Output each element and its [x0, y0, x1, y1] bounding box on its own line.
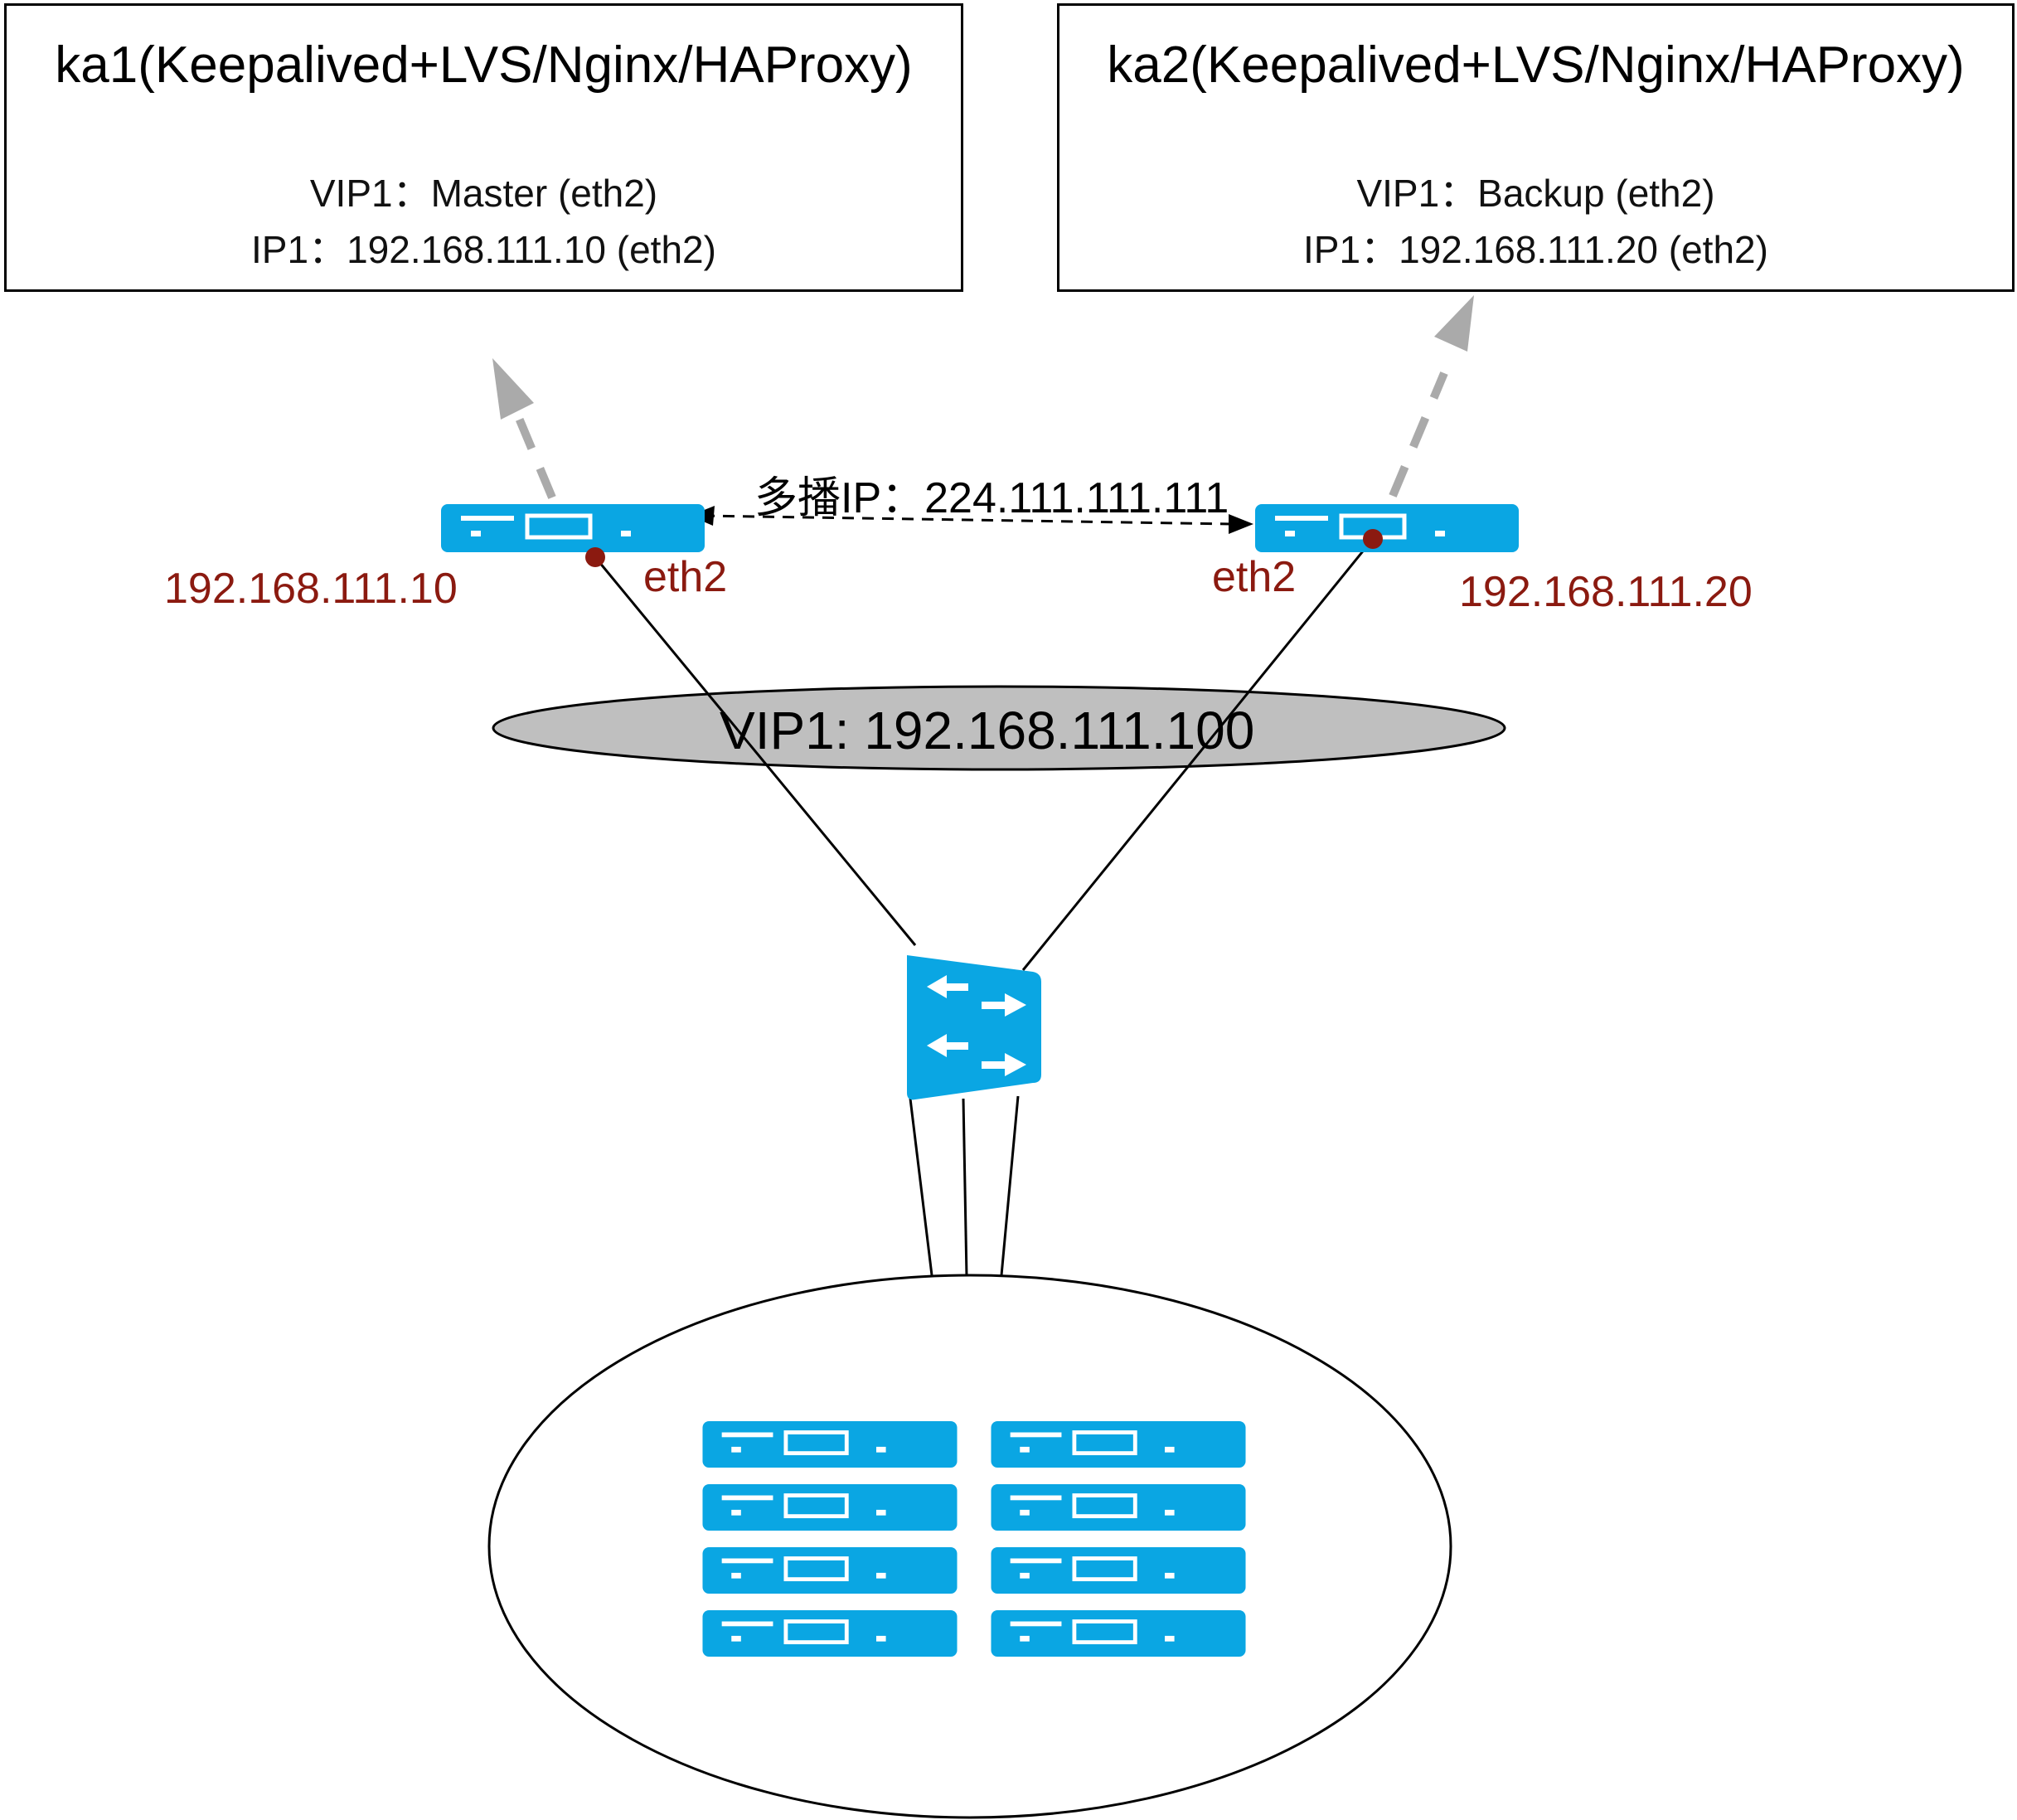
- server-icon: [702, 1547, 957, 1594]
- link-server1-switch: [594, 556, 917, 946]
- server1-iface-label: eth2: [643, 553, 728, 601]
- server-icon: [991, 1484, 1245, 1531]
- uplink-arrow-ka2: [1389, 295, 1474, 497]
- port-eth2-server2: [1363, 529, 1383, 549]
- link-switch-cluster-3: [1000, 1095, 1020, 1276]
- node-ka2-vip: VIP1：Backup (eth2): [1356, 172, 1715, 215]
- node-ka2-title: ka2(Keepalived+LVS/Nginx/HAProxy): [1107, 36, 1965, 94]
- link-switch-cluster-1: [909, 1098, 933, 1276]
- server-icon: [991, 1610, 1245, 1657]
- node-ka1: ka1(Keepalived+LVS/Nginx/HAProxy) VIP1：M…: [4, 3, 963, 292]
- uplink-arrow-ka1: [492, 358, 556, 499]
- server-icon: [702, 1610, 957, 1657]
- server-icon: [991, 1421, 1245, 1468]
- server2-ip-label: 192.168.111.20: [1459, 568, 1753, 616]
- node-ka1-vip: VIP1：Master (eth2): [309, 172, 658, 215]
- backend-cluster: [487, 1274, 1452, 1819]
- vip-label: VIP1: 192.168.111.100: [720, 701, 1255, 760]
- node-ka2: ka2(Keepalived+LVS/Nginx/HAProxy) VIP1：B…: [1057, 3, 2015, 292]
- link-server2-switch: [1021, 538, 1375, 971]
- server-icon: [441, 504, 705, 552]
- server2-iface-label: eth2: [1212, 553, 1297, 601]
- link-switch-cluster-2: [962, 1098, 968, 1278]
- server-icon: [991, 1547, 1245, 1594]
- node-ka1-ip: IP1：192.168.111.10 (eth2): [251, 228, 716, 271]
- multicast-label: 多播IP：224.111.111.111: [754, 474, 1229, 522]
- server-icon: [702, 1484, 957, 1531]
- server1-ip-label: 192.168.111.10: [164, 565, 458, 613]
- node-ka2-ip: IP1：192.168.111.20 (eth2): [1303, 228, 1768, 271]
- node-ka1-title: ka1(Keepalived+LVS/Nginx/HAProxy): [55, 36, 913, 94]
- switch-icon: [907, 955, 1041, 1100]
- port-eth2-server1: [585, 547, 605, 567]
- vip-ellipse: [492, 685, 1506, 771]
- server-icon: [1255, 504, 1519, 552]
- server-icon: [702, 1421, 957, 1468]
